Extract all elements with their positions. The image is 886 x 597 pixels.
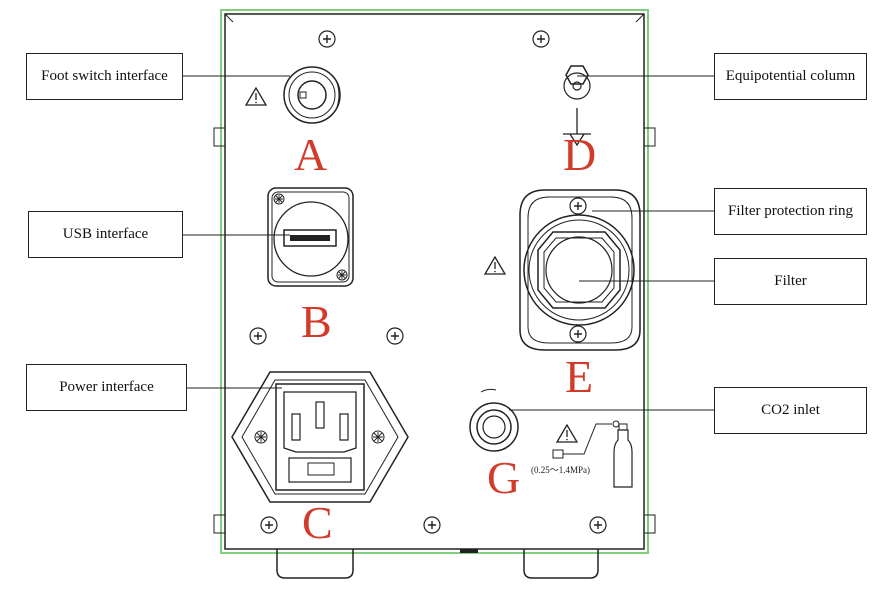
panel-screw-icon [260, 516, 278, 534]
panel-screw-icon [423, 516, 441, 534]
label-letter-d: D [563, 129, 597, 180]
screws [249, 30, 607, 534]
callout-power-interface: Power interface [26, 364, 187, 411]
co2-cylinder-icon [552, 420, 633, 488]
power-screw [254, 430, 268, 444]
panel-screw-icon [318, 30, 336, 48]
foot-switch-connector [283, 66, 341, 124]
callout-filter-protection-ring: Filter protection ring [714, 188, 867, 235]
label-letter-c: C [302, 497, 333, 548]
filter-protection-ring [519, 189, 641, 351]
callout-usb-interface: USB interface [28, 211, 183, 258]
label-letter-b: B [301, 296, 332, 347]
panel-screw-icon [569, 197, 587, 215]
ground-symbol-icon [563, 108, 591, 147]
co2-inlet-port [469, 388, 519, 452]
side-tab [643, 127, 656, 147]
foot-nub [460, 549, 478, 553]
usb-port [267, 187, 354, 287]
callout-equipotential-column: Equipotential column [714, 53, 867, 100]
label-letter-e: E [565, 351, 594, 402]
callout-filter: Filter [714, 258, 867, 305]
warning-triangle-icon [483, 255, 507, 275]
filter [523, 214, 635, 326]
side-tab [213, 127, 226, 147]
panel-screw-icon [386, 327, 404, 345]
label-letter-a: A [294, 129, 328, 180]
callout-co2-inlet: CO2 inlet [714, 387, 867, 434]
warning-triangle-icon [244, 86, 268, 106]
foot-right [523, 549, 599, 579]
power-screw [371, 430, 385, 444]
side-tab [643, 514, 656, 534]
panel-screw-icon [589, 516, 607, 534]
warning-triangle-icon [555, 423, 579, 443]
co2-pressure-range: (0.25～1.4MPa) [531, 465, 590, 475]
side-tab [213, 514, 226, 534]
usb-screw [273, 193, 285, 205]
panel-screw-icon [569, 325, 587, 343]
callout-foot-switch-interface: Foot switch interface [26, 53, 183, 100]
leader-lines [182, 75, 714, 411]
foot-left [276, 549, 354, 579]
panel-screw-icon [249, 327, 267, 345]
panel-screw-icon [532, 30, 550, 48]
equipotential-post [563, 65, 591, 100]
power-inlet [231, 371, 409, 503]
label-letter-g: G [487, 452, 521, 503]
usb-screw [336, 269, 348, 281]
